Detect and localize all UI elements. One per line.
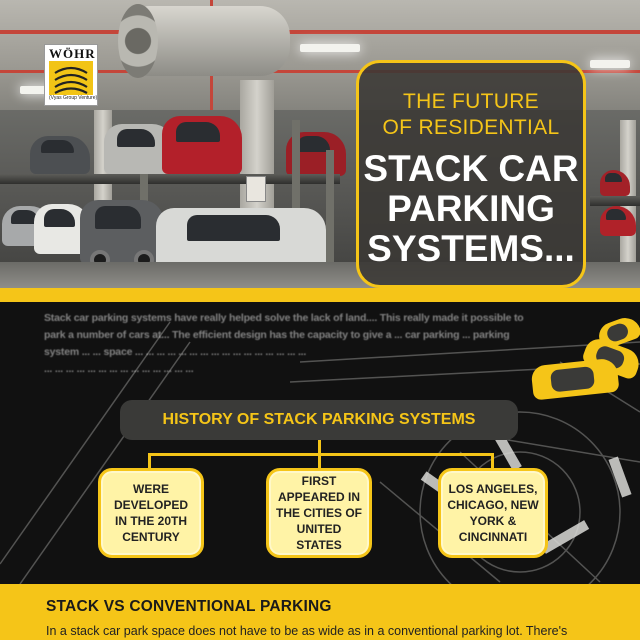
history-fact-text: LOS ANGELES, CHICAGO, NEW YORK & CINCINN…	[447, 482, 539, 544]
connector-line	[318, 440, 321, 454]
logo-emblem	[49, 61, 93, 95]
hero-title-main-line: STACK CAR	[363, 148, 579, 189]
parked-car	[30, 136, 90, 174]
connector-line	[491, 453, 494, 469]
parking-deck	[0, 174, 340, 184]
ceiling-light	[590, 60, 630, 68]
history-fact-card: LOS ANGELES, CHICAGO, NEW YORK & CINCINN…	[438, 468, 548, 558]
yellow-divider	[0, 288, 640, 302]
connector-line	[318, 453, 321, 469]
section-heading: STACK VS CONVENTIONAL PARKING	[46, 598, 332, 615]
ventilation-fan	[118, 4, 158, 78]
lift-post	[326, 150, 334, 270]
connector-line	[148, 453, 494, 456]
lift-post	[292, 120, 300, 270]
intro-paragraph: Stack car parking systems have really he…	[44, 310, 604, 378]
pillar-sign	[246, 176, 266, 202]
hero-title-box: THE FUTURE OF RESIDENTIAL STACK CAR PARK…	[356, 60, 586, 288]
intro-line: ... ... ... ... ... ... ... ... ... ... …	[44, 363, 194, 375]
hero-title-main-line: PARKING	[387, 188, 555, 229]
intro-line: Stack car parking systems have really he…	[44, 312, 524, 324]
history-heading: HISTORY OF STACK PARKING SYSTEMS	[120, 400, 518, 440]
history-fact-text: WERE DEVELOPED IN THE 20TH CENTURY	[113, 482, 188, 544]
parking-deck	[590, 196, 640, 206]
ceiling-pipe	[0, 30, 640, 34]
hero-photo: WÖHR (Vyas Group Venture) THE FUTURE OF …	[0, 0, 640, 296]
parked-car	[162, 116, 242, 174]
hero-title-main: STACK CAR PARKING SYSTEMS...	[359, 149, 583, 269]
hero-title-line: OF RESIDENTIAL	[382, 116, 560, 139]
history-section: Stack car parking systems have really he…	[0, 302, 640, 584]
hero-title-line: THE FUTURE	[403, 90, 539, 113]
comparison-section: STACK VS CONVENTIONAL PARKING In a stack…	[0, 584, 640, 640]
hero-title-main-line: SYSTEMS...	[367, 228, 575, 269]
wohr-logo: WÖHR (Vyas Group Venture)	[44, 44, 98, 106]
intro-line: park a number of cars at... The efficien…	[44, 329, 510, 341]
history-fact-card: WERE DEVELOPED IN THE 20TH CENTURY	[98, 468, 204, 558]
ceiling-light	[300, 44, 360, 52]
history-fact-card: FIRST APPEARED IN THE CITIES OF UNITED S…	[266, 468, 372, 558]
logo-wordmark: WÖHR	[49, 46, 96, 61]
logo-subtitle: (Vyas Group Venture)	[49, 95, 98, 101]
parked-car	[600, 170, 630, 196]
connector-line	[148, 453, 151, 469]
history-fact-text: FIRST APPEARED IN THE CITIES OF UNITED S…	[275, 474, 362, 552]
parked-car	[80, 200, 164, 270]
intro-line: system ... ... space ... ... ... ... ...…	[44, 346, 307, 358]
ceiling-pipe	[0, 70, 640, 73]
parked-car	[600, 206, 636, 236]
section-paragraph: In a stack car park space does not have …	[46, 624, 568, 638]
